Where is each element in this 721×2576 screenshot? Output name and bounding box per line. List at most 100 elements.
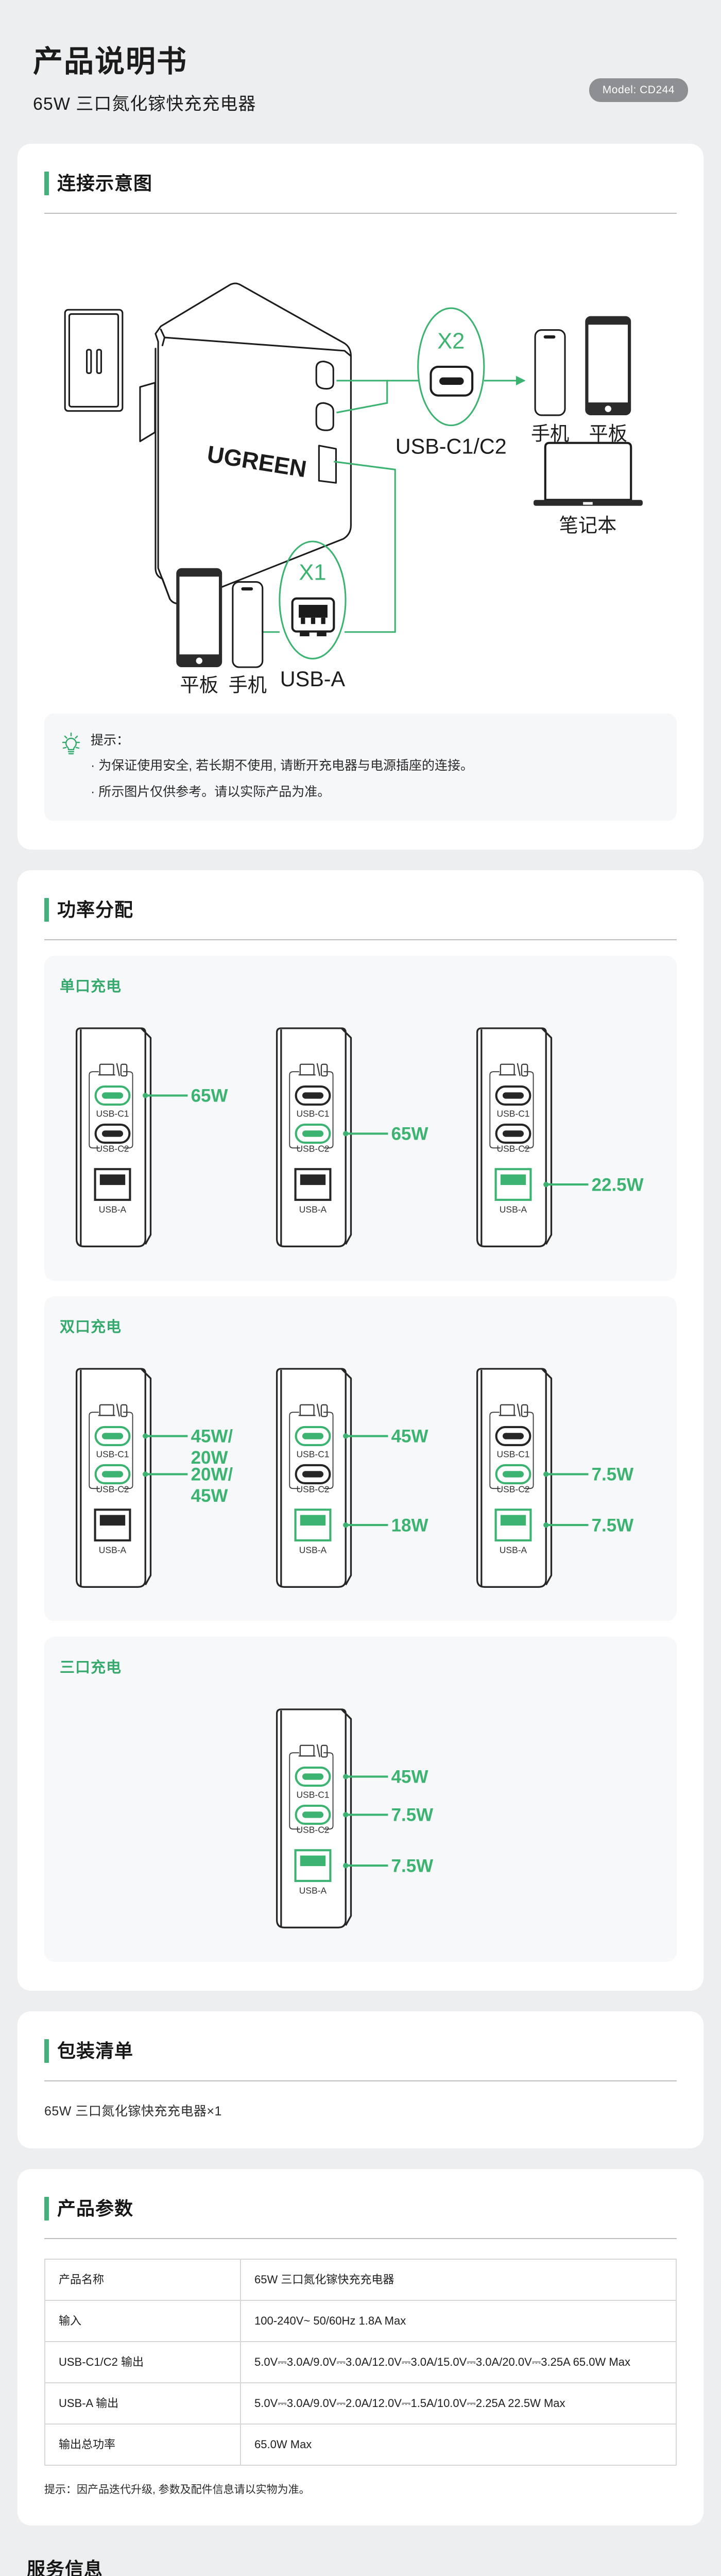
section-divider	[44, 2238, 677, 2239]
section-accent-bar	[44, 2039, 49, 2063]
usb-c2-label: USB-C2	[96, 1484, 129, 1494]
usb-c1-label: USB-C1	[497, 1108, 530, 1118]
usb-a-label: USB-A	[500, 1545, 527, 1555]
section-divider	[44, 939, 677, 940]
usb-c2-power-text: 7.5W	[391, 1805, 434, 1825]
section-accent-bar	[44, 171, 49, 195]
service-section: 服务信息 感谢您对 UGREEN 绿联的信任与支持，我们始终致力于提供优质的服务…	[18, 2554, 703, 2576]
charger-unit-2: USB-C1 USB-C2 USB-A 45W 18W	[265, 1352, 456, 1601]
charger-unit-1: USB-C1 USB-C2 USB-A 45W 7.5W 7.5W	[265, 1692, 456, 1941]
spec-key: 输出总功率	[44, 2424, 242, 2466]
laptop-device-icon	[534, 442, 643, 506]
lightbulb-icon	[62, 732, 80, 754]
section-accent-bar	[44, 2196, 49, 2221]
spec-value: 5.0V⎓3.0A/9.0V⎓3.0A/12.0V⎓3.0A/15.0V⎓3.0…	[240, 2341, 677, 2384]
usb-c2-label: USB-C2	[296, 1484, 329, 1494]
charger-unit-3: USB-C1 USB-C2 USB-A 7.5W 7.5W	[466, 1352, 656, 1601]
page-title: 产品说明书	[33, 45, 188, 78]
usb-c1-power-text: 45W	[391, 1767, 428, 1787]
spec-key: 产品名称	[44, 2258, 242, 2301]
charger-unit-diagram: USB-C1 USB-C2 USB-A 65W	[75, 1027, 228, 1247]
spec-section-header: 产品参数	[44, 2196, 677, 2221]
charger-unit-3: USB-C1 USB-C2 USB-A 22.5W	[466, 1011, 656, 1260]
usb-a-port	[494, 1167, 532, 1201]
usb-c1-power-text: 20W	[191, 1448, 228, 1468]
usb-a-port	[294, 1508, 332, 1541]
usb-a-label: USB-A	[299, 1885, 327, 1895]
usb-c2-power-text: 20W/	[191, 1464, 233, 1484]
power-group-3: 三口充电 USB-C1	[44, 1636, 677, 1962]
charger-brand-label: UGREEN	[205, 440, 308, 482]
spec-value: 5.0V⎓3.0A/9.0V⎓2.0A/12.0V⎓1.5A/10.0V⎓2.2…	[240, 2382, 677, 2425]
tip-line-2: · 所示图片仅供参考。请以实际产品为准。	[91, 784, 331, 799]
usb-c2-port	[495, 1123, 531, 1144]
usb-c1-power-text: 45W/	[191, 1426, 233, 1446]
power-group-title: 三口充电	[60, 1659, 122, 1676]
usb-a-power-text: 22.5W	[592, 1175, 644, 1195]
power-section-title: 功率分配	[57, 899, 134, 920]
connection-illustration: UGREEN	[44, 214, 677, 696]
usb-c1-label: USB-C1	[96, 1108, 129, 1118]
laptop-phone-icon	[298, 1744, 328, 1758]
laptop-phone-icon	[298, 1403, 328, 1417]
document-header: 产品说明书 65W 三口氮化镓快充充电器 Model: CD244	[0, 0, 721, 144]
usb-c2-port	[94, 1123, 131, 1144]
usb-c1-port	[295, 1085, 331, 1106]
usb-a-port	[94, 1508, 131, 1541]
usb-c1-port	[295, 1766, 331, 1787]
usb-c2-port	[495, 1464, 531, 1484]
laptop-phone-icon	[98, 1063, 128, 1077]
service-section-title: 服务信息	[27, 2558, 104, 2576]
laptop-phone-icon	[499, 1403, 528, 1417]
power-unit-row: USB-C1 USB-C2 USB-A 65W	[60, 1011, 661, 1260]
charger-unit-diagram: USB-C1 USB-C2 USB-A 45W/20W 20W/45W	[75, 1367, 233, 1588]
usb-c2-power-text: 45W	[191, 1486, 228, 1506]
usb-a-label: USB-A	[500, 1204, 527, 1214]
usb-c1-port	[94, 1085, 131, 1106]
device-label-phone-top: 手机	[531, 422, 569, 444]
connection-section-title: 连接示意图	[57, 172, 153, 194]
model-badge: Model: CD244	[589, 78, 688, 102]
usb-c2-port	[94, 1464, 131, 1484]
usb-c-plug-icon	[430, 365, 474, 397]
connection-diagram-card: 连接示意图	[18, 143, 703, 850]
usb-c1-label: USB-C1	[296, 1789, 329, 1800]
power-group-title: 单口充电	[60, 978, 122, 995]
usb-c-multiplier-label: X2	[437, 329, 465, 354]
usb-c1-label: USB-C1	[296, 1108, 329, 1118]
connection-section-header: 连接示意图	[44, 171, 677, 195]
spec-value: 100-240V~ 50/60Hz 1.8A Max	[240, 2299, 677, 2342]
charger-unit-diagram: USB-C1 USB-C2 USB-A 7.5W 7.5W	[476, 1367, 634, 1588]
usb-a-power-text: 18W	[391, 1515, 428, 1535]
spec-value: 65W 三口氮化镓快充充电器	[240, 2258, 677, 2301]
usb-a-label: USB-A	[299, 1204, 327, 1214]
usb-c2-label: USB-C2	[497, 1143, 530, 1154]
usb-c2-port	[295, 1123, 331, 1144]
usb-a-port	[294, 1167, 332, 1201]
tip-body: 提示： · 为保证使用安全, 若长期不使用, 请断开充电器与电源插座的连接。 ·…	[91, 730, 659, 803]
device-label-phone-bottom: 手机	[229, 674, 267, 696]
usb-c2-label: USB-C2	[497, 1484, 530, 1494]
power-distribution-card: 功率分配 单口充电 USB-C1	[18, 870, 703, 1991]
usb-c1-label: USB-C1	[96, 1449, 129, 1459]
spec-section-title: 产品参数	[57, 2197, 134, 2219]
power-group-1: 单口充电 USB-C1	[44, 955, 677, 1281]
usb-a-power-text: 7.5W	[592, 1515, 634, 1535]
device-label-laptop: 笔记本	[559, 514, 617, 536]
charger-unit-diagram: USB-C1 USB-C2 USB-A 65W	[276, 1027, 428, 1247]
phone-device-icon-top	[534, 329, 566, 416]
usb-c1-port	[495, 1085, 531, 1106]
tablet-device-icon-top	[585, 316, 631, 415]
section-divider	[44, 2080, 677, 2081]
laptop-phone-icon	[98, 1403, 128, 1417]
package-item: 65W 三口氮化镓快充充电器×1	[44, 2104, 222, 2119]
charger-unit-1: USB-C1 USB-C2 USB-A 65W	[65, 1011, 255, 1260]
usb-c2-label: USB-C2	[296, 1143, 329, 1154]
charger-unit-diagram: USB-C1 USB-C2 USB-A 45W 18W	[276, 1367, 428, 1588]
